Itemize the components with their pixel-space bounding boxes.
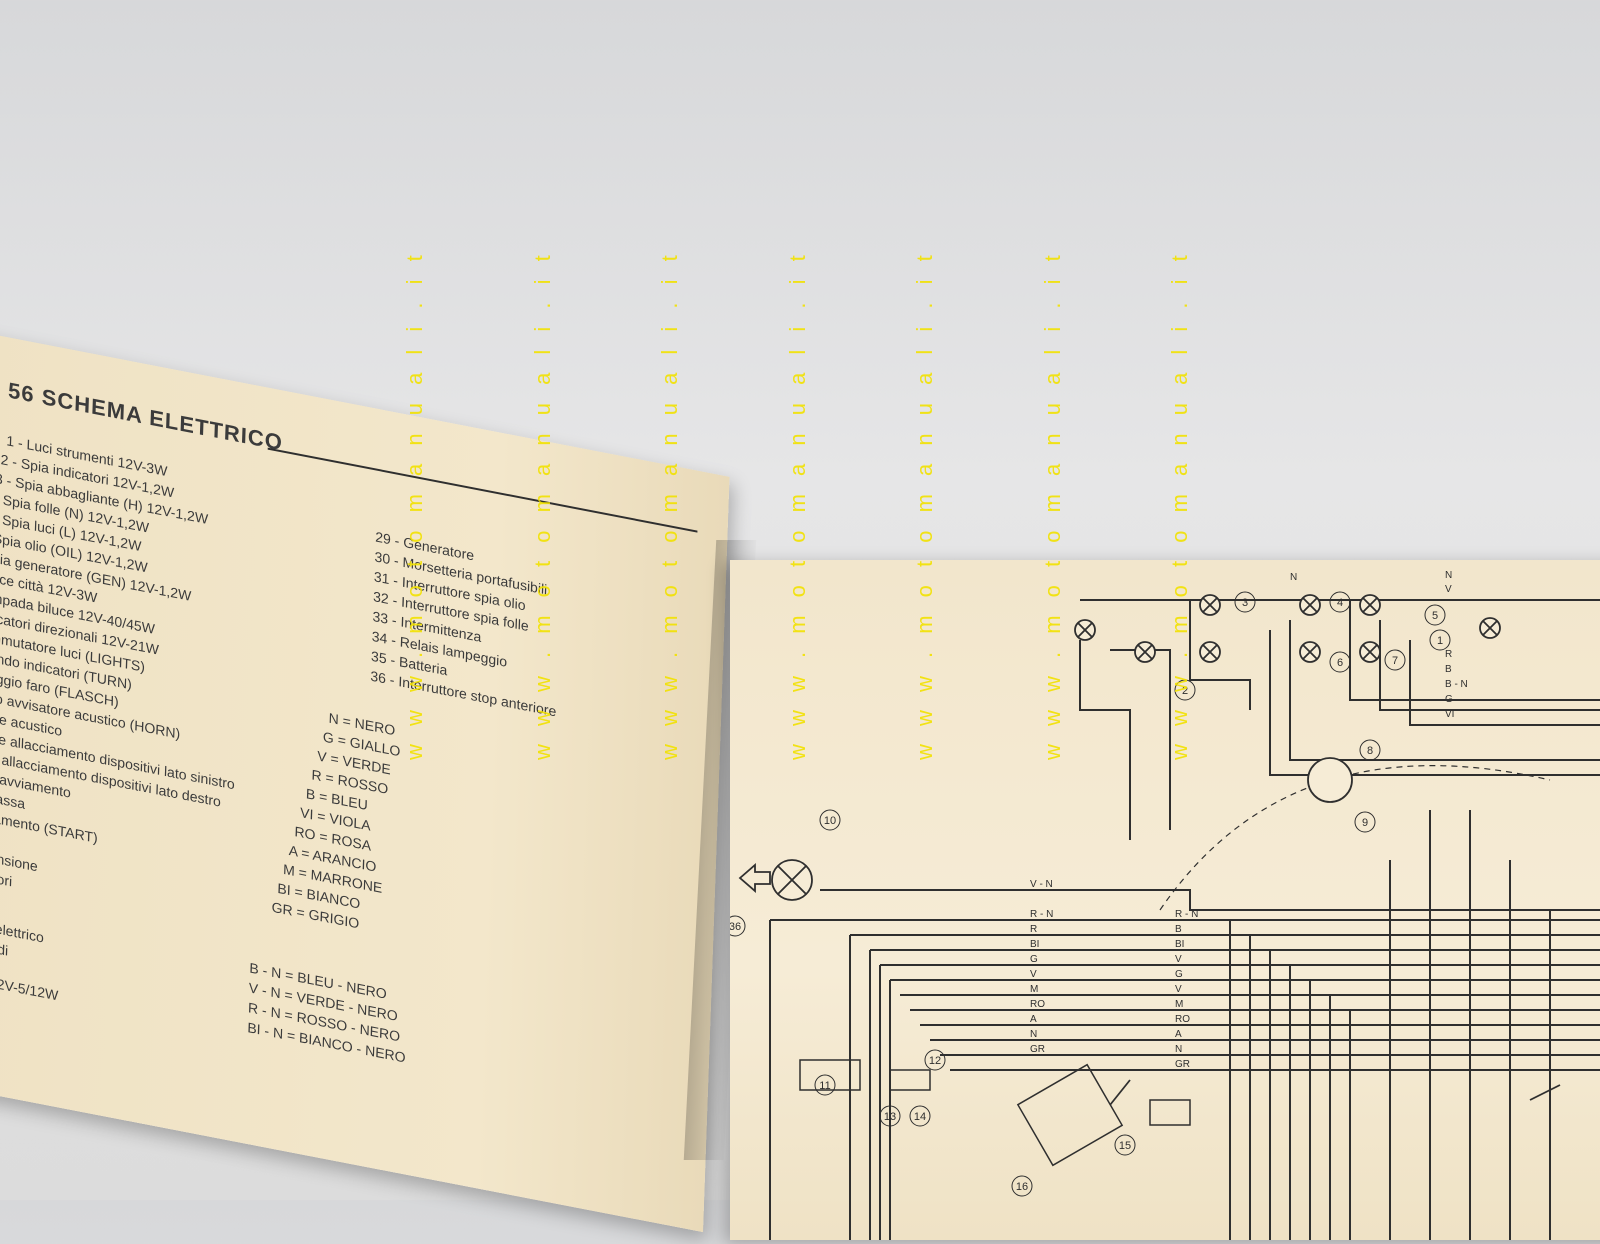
arrow-icon xyxy=(738,863,771,893)
wire-label: V xyxy=(1175,954,1182,965)
lamp-symbol xyxy=(1134,641,1156,663)
callout-number: 11 xyxy=(819,1080,830,1092)
callout-number: 36 xyxy=(730,921,741,933)
watermark-text: w w w . m o t o m a n u a l i . i t xyxy=(1040,249,1065,760)
wire-label: BI xyxy=(1030,939,1039,950)
watermark-text: w w w . m o t o m a n u a l i . i t xyxy=(785,249,810,760)
manual-left-page: 56 SCHEMA ELETTRICO 1 - Luci strumenti 1… xyxy=(0,330,730,1233)
wire-label: GR xyxy=(1030,1044,1045,1055)
callout-number: 14 xyxy=(914,1111,926,1123)
list-item: 36 - Interruttore stop anteriore xyxy=(370,667,557,720)
wire-label: R xyxy=(1030,924,1037,935)
wire-label: V - N xyxy=(1030,879,1053,890)
lamp-symbol xyxy=(1074,619,1096,641)
title-rule xyxy=(267,447,698,533)
callout-number: 8 xyxy=(1367,745,1373,757)
lamp-symbol xyxy=(1199,641,1221,663)
watermark-text: w w w . m o t o m a n u a l i . i t xyxy=(657,249,682,760)
lamp-symbol xyxy=(1299,641,1321,663)
callout-number: 4 xyxy=(1337,597,1343,609)
arrow-icon xyxy=(1529,1084,1561,1101)
wire-label: RO xyxy=(1030,999,1045,1010)
callout-number: 9 xyxy=(1362,817,1368,829)
wire-label: B xyxy=(1175,924,1182,935)
wire-label: VI xyxy=(1445,709,1454,720)
wire-label: N xyxy=(1445,570,1452,581)
wire-label: N xyxy=(1175,1044,1182,1055)
bulb-symbol xyxy=(1307,757,1353,803)
wire-label: BI xyxy=(1175,939,1184,950)
lamp-symbol xyxy=(1299,594,1321,616)
watermark-text: w w w . m o t o m a n u a l i . i t xyxy=(402,249,427,760)
callout-number: 16 xyxy=(1016,1181,1028,1193)
wire-label: V xyxy=(1175,984,1182,995)
wire-label: A xyxy=(1030,1014,1037,1025)
wire-label: V xyxy=(1030,969,1037,980)
wiring-diagram: 1 2 3 4 5 6 7 8 9 10 11 12 13 14 15 16 3… xyxy=(724,570,1600,1240)
callout-number: 3 xyxy=(1242,597,1248,609)
list-item: censione xyxy=(0,847,39,875)
list-item: massa xyxy=(0,788,26,812)
wire-label: R xyxy=(1445,649,1452,660)
wire-label: B xyxy=(1445,664,1452,675)
headlamp-symbol xyxy=(771,859,813,901)
legend-text-block: 56 SCHEMA ELETTRICO 1 - Luci strumenti 1… xyxy=(0,330,730,1232)
watermark-text: w w w . m o t o m a n u a l i . i t xyxy=(530,249,555,760)
callout-number: 7 xyxy=(1392,655,1398,667)
list-item: to elettrico xyxy=(0,917,45,946)
wire-label: R - N xyxy=(1175,909,1198,920)
callout-number: 1 xyxy=(1437,635,1443,647)
wire-label: N xyxy=(1290,572,1297,583)
callout-number: 12 xyxy=(929,1055,941,1067)
lamp-symbol xyxy=(1359,641,1381,663)
wire-label: R - N xyxy=(1030,909,1053,920)
wire-label: G xyxy=(1030,954,1038,965)
lamp-symbol xyxy=(1479,617,1501,639)
wire-label: GR xyxy=(1175,1059,1190,1070)
wire-label: RO xyxy=(1175,1014,1190,1025)
lamp-symbol xyxy=(1359,594,1381,616)
watermark-text: w w w . m o t o m a n u a l i . i t xyxy=(912,249,937,760)
watermark-text: w w w . m o t o m a n u a l i . i t xyxy=(1167,249,1192,760)
wire-label: G xyxy=(1445,694,1453,705)
callout-number: 2 xyxy=(1182,685,1188,697)
callout-number: 10 xyxy=(824,815,836,827)
callout-number: 6 xyxy=(1337,657,1343,669)
list-item: diodi xyxy=(0,937,9,959)
list-item: e 12V-5/12W xyxy=(0,972,59,1004)
manual-right-page: 1 2 3 4 5 6 7 8 9 10 11 12 13 14 15 16 3… xyxy=(724,560,1600,1240)
wire-label: M xyxy=(1030,984,1038,995)
callout-number: 15 xyxy=(1119,1140,1131,1152)
lamp-symbol xyxy=(1199,594,1221,616)
wire-label: M xyxy=(1175,999,1183,1010)
callout-number: 13 xyxy=(884,1111,896,1123)
wire-label: V xyxy=(1445,584,1452,595)
wire-label: G xyxy=(1175,969,1183,980)
photo-scene: 56 SCHEMA ELETTRICO 1 - Luci strumenti 1… xyxy=(0,249,1600,1240)
wire-label: B - N xyxy=(1445,679,1468,690)
callout-number: 5 xyxy=(1432,610,1438,622)
wire-label: A xyxy=(1175,1029,1182,1040)
list-item: viamento (START) xyxy=(0,807,98,846)
arrow-icon xyxy=(1109,1079,1131,1106)
list-item: uttori xyxy=(0,867,13,890)
wire-label: N xyxy=(1030,1029,1037,1040)
